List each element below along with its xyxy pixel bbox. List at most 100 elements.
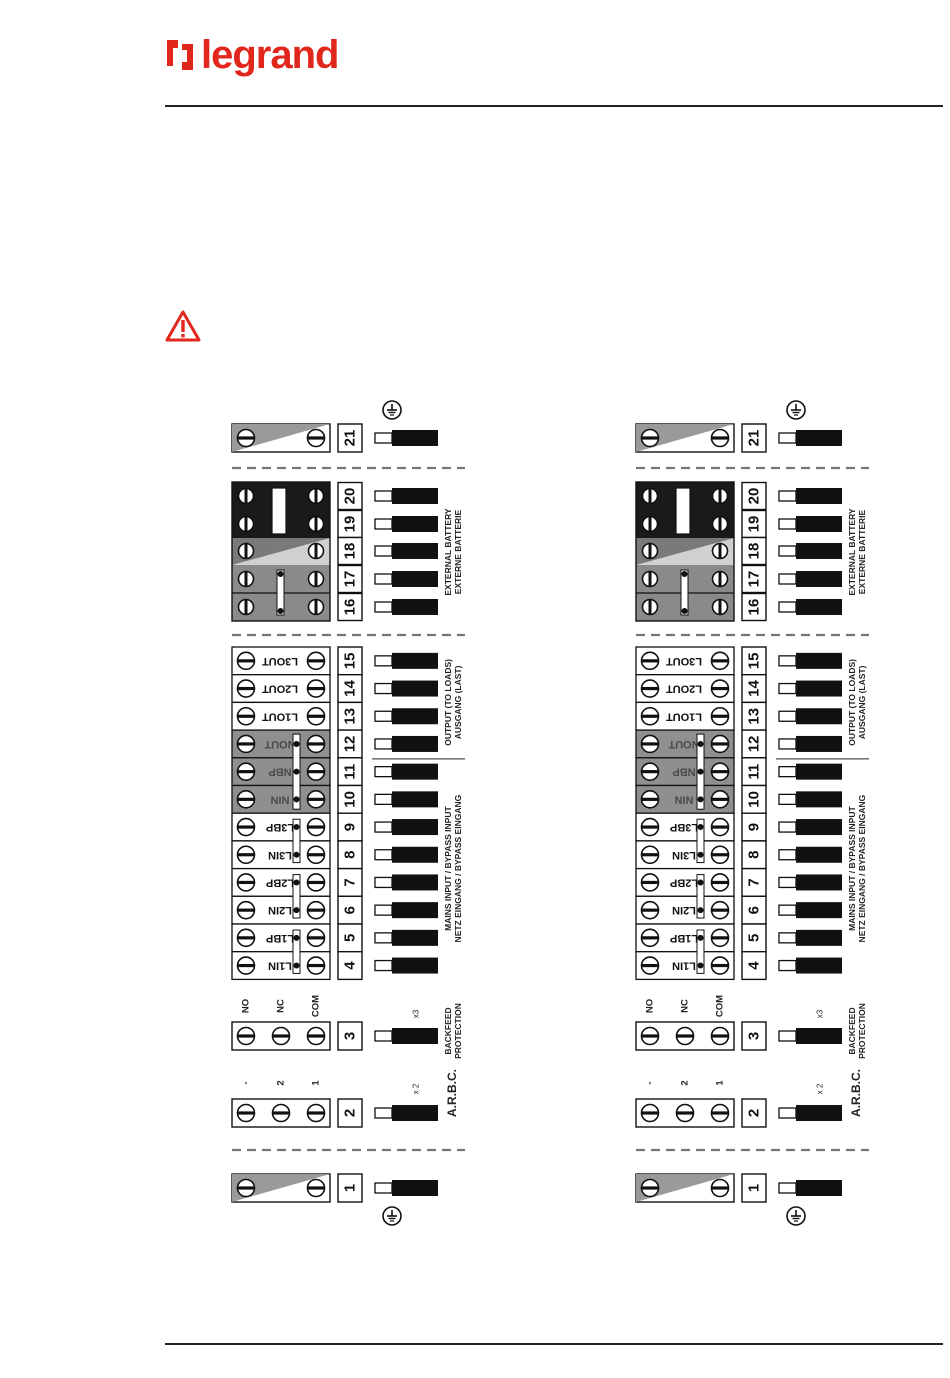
wire-sleeve [796,571,842,587]
link-dot [293,796,300,803]
wire-sleeve [392,516,438,532]
connector-label: L2IN [672,904,696,916]
wire-sleeve [392,1105,438,1121]
terminal-number: 21 [746,430,763,447]
terminal-label: 2 [276,1080,287,1085]
wire-multiplier: x 2 [816,1083,825,1094]
terminal-number: 16 [342,599,359,616]
section-label: A.R.B.C. [445,1069,459,1117]
earth-shade [232,424,330,452]
terminal-number: 15 [746,653,763,670]
connector-label: L1OUT [666,710,702,722]
terminal-number: 18 [342,543,359,560]
wire-ferrule [374,849,393,861]
terminal-number-box [337,951,363,981]
connector-label: NOUT [668,738,699,750]
link-dot [697,796,704,803]
terminal-number-box [741,536,767,566]
wire-sleeve [392,957,438,974]
terminal-number-box [741,812,767,842]
wire-sleeve [796,735,842,752]
wire-ferrule [778,738,797,750]
wire-ferrule [374,573,393,585]
terminal-number-box [741,509,767,539]
terminal-number-box [741,481,767,511]
footer-rule [165,1343,943,1345]
terminal-number: 12 [342,736,359,753]
terminal-number-box [741,1173,767,1203]
bypass-link-bar [292,874,301,919]
wire-ferrule [374,904,393,916]
wire-sleeve [796,902,842,919]
brand-name: legrand [201,33,339,77]
wire-sleeve [796,680,842,697]
wire-sleeve [392,1180,438,1196]
section-label: EXTERNE BATTERIE [857,509,867,594]
terminal-number: 13 [746,708,763,725]
terminal-label: NC [276,999,287,1013]
terminal-number: 9 [342,823,359,831]
terminal-number-box [741,564,767,594]
wire-sleeve [796,543,842,559]
wire-ferrule [778,849,797,861]
earth-terminal-top: 21 [635,400,842,453]
terminal-number: 9 [746,823,763,831]
terminal-label: 1 [311,1080,322,1086]
link-dot [293,879,300,886]
terminal-number: 12 [746,736,763,753]
wire-sleeve [796,1028,842,1044]
connector-label: L2OUT [262,683,298,695]
section-label: NETZ EINGANG / BYPASS EINGANG [857,794,867,942]
wire-ferrule [778,518,797,530]
connector-label: L3OUT [262,655,298,667]
wire-ferrule [778,1030,797,1042]
battery-block-shade [636,538,734,565]
terminal-number-box [337,840,363,870]
wire-ferrule [374,959,393,972]
terminal-label: COM [715,995,726,1017]
terminal-number-box [741,923,767,953]
wire-ferrule [778,432,797,444]
link-dot [681,608,688,614]
wire-multiplier: x3 [816,1009,825,1018]
terminal-number: 8 [342,851,359,859]
terminal-label: 1 [715,1080,726,1086]
wire-sleeve [392,846,438,863]
terminal-number: 17 [342,571,359,588]
terminal-number: 2 [342,1109,359,1117]
terminal-number-box [741,784,767,814]
link-dot [697,768,704,775]
terminal-number: 5 [342,934,359,942]
section-label: A.R.B.C. [849,1069,863,1117]
terminal-number: 2 [746,1109,763,1117]
wire-sleeve [796,763,842,780]
terminal-label: NO [645,999,656,1013]
link-dot [293,934,300,941]
wire-sleeve [796,929,842,946]
wire-ferrule [374,518,393,530]
link-dot [697,824,704,831]
wire-sleeve [796,874,842,891]
terminal-number: 4 [342,961,359,970]
earth-terminal-bottom: 1 [231,1173,438,1226]
connector-label: L1IN [268,960,292,972]
wire-ferrule [778,682,797,695]
terminal-number-box [741,423,767,453]
wire-sleeve [796,488,842,504]
wire-ferrule [374,1107,393,1119]
connector-label: NIN [270,793,289,805]
wire-ferrule [778,821,797,833]
link-dot [697,962,704,969]
connector-label: L1IN [672,960,696,972]
terminal-number-box [337,646,363,676]
terminal-label: COM [311,995,322,1017]
terminal-label: 2 [680,1080,691,1085]
wire-sleeve [392,819,438,836]
terminal-number-box [741,674,767,704]
